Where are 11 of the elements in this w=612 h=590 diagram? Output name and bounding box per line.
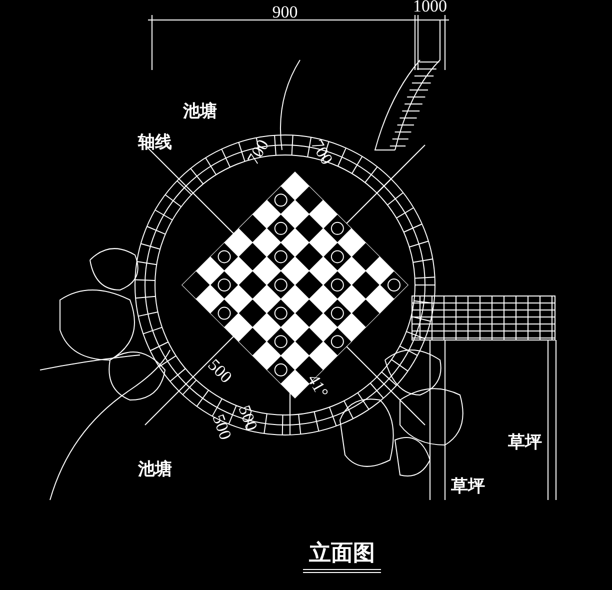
drawing-title: 立面图: [303, 543, 381, 573]
area-label: 池塘: [183, 104, 217, 120]
dimension-text: 900: [272, 4, 298, 20]
dimension-text: 500: [204, 356, 236, 386]
dimension-text: 1000: [413, 0, 447, 14]
area-label: 池塘: [138, 462, 172, 478]
area-label: 轴线: [138, 134, 172, 152]
dimension-text: 41°: [304, 371, 332, 401]
area-label: 草坪: [508, 434, 542, 452]
area-label: 草坪: [451, 478, 485, 496]
dimension-text: 500: [210, 412, 234, 442]
